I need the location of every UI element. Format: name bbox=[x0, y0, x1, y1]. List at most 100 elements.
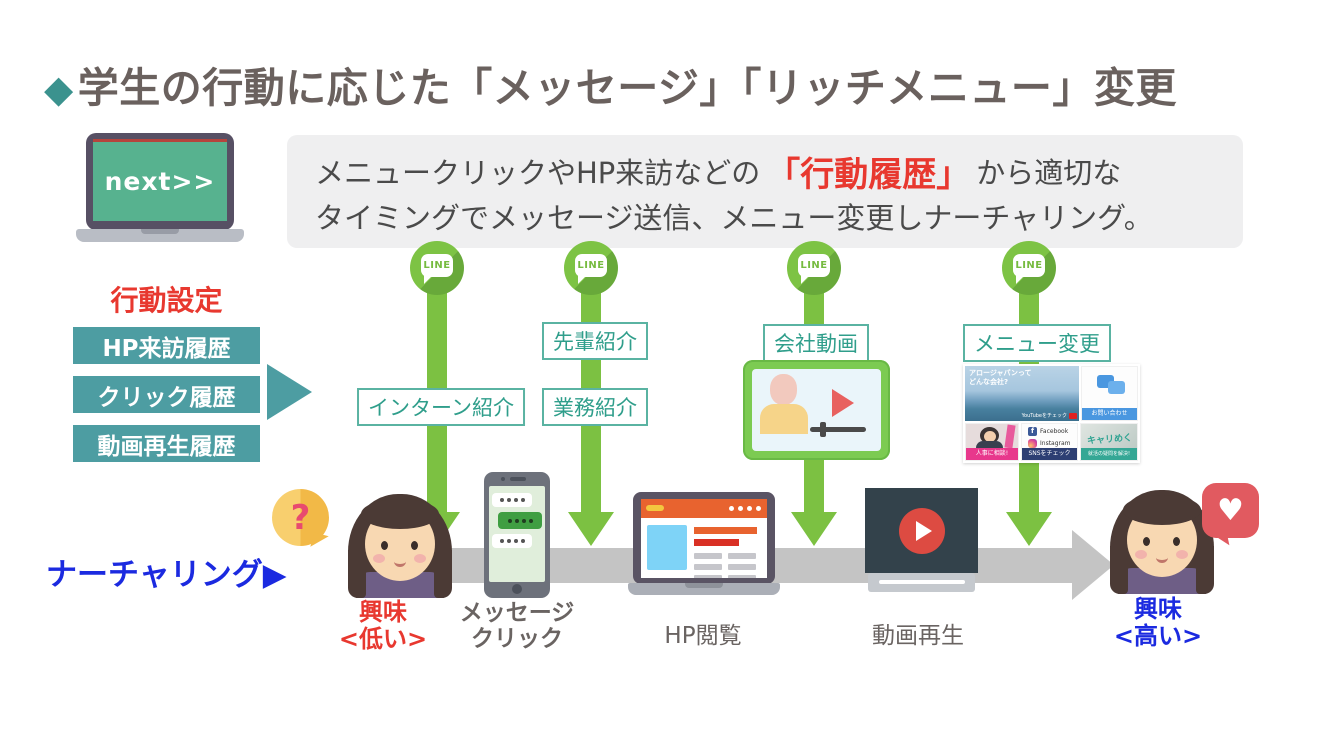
line-pin-2: LINE bbox=[564, 241, 618, 295]
avatar-blush bbox=[414, 554, 426, 563]
scrubber-knob bbox=[820, 422, 826, 437]
youtube-banner-text: YouTubeをチェック bbox=[1021, 413, 1067, 419]
rich-menu-youtube-banner: YouTubeをチェック bbox=[1022, 412, 1077, 419]
video-player-base bbox=[868, 573, 975, 592]
line-icon: LINE bbox=[575, 254, 607, 277]
info-line2: タイミングでメッセージ送信、メニュー変更しナーチャリング。 bbox=[315, 201, 1153, 235]
info-line1: メニュークリックやHP来訪などの 「行動履歴」 から適切な bbox=[315, 149, 1122, 195]
question-bubble-icon: ? bbox=[272, 489, 329, 546]
instagram-row: Instagram bbox=[1028, 439, 1077, 448]
action-label-menu-change: メニュー変更 bbox=[963, 324, 1111, 362]
phone-chat-screen bbox=[489, 486, 545, 582]
sns-bar: SNSをチェック bbox=[1022, 448, 1077, 460]
hp-laptop-notch bbox=[685, 583, 723, 588]
facebook-row: f Facebook bbox=[1028, 427, 1077, 436]
avatar-mouth bbox=[1156, 552, 1168, 563]
webpage-text-bar bbox=[694, 575, 722, 578]
message-click-line2: クリック bbox=[470, 626, 563, 652]
contact-bar: お問い合わせ bbox=[1082, 408, 1137, 420]
next-label: next>> bbox=[104, 167, 216, 196]
avatar-blush bbox=[373, 554, 385, 563]
person-head-icon bbox=[770, 374, 797, 405]
caption-interest-high: 興味 <高い> bbox=[1114, 596, 1202, 650]
arrow-head-3 bbox=[791, 512, 837, 546]
chat-message-bubble-green bbox=[498, 512, 542, 529]
career-logo: キャリめく bbox=[1086, 433, 1133, 447]
line-pin-3: LINE bbox=[787, 241, 841, 295]
instagram-icon bbox=[1028, 439, 1037, 448]
student-avatar-high-interest bbox=[1110, 490, 1214, 594]
avatar-eye bbox=[1173, 537, 1180, 546]
chat-message-bubble bbox=[492, 534, 532, 548]
behavior-item-video-play: 動画再生履歴 bbox=[73, 425, 260, 462]
behavior-heading: 行動設定 bbox=[110, 284, 223, 317]
avatar-eye bbox=[1143, 537, 1150, 546]
rich-menu-row-1: アロージャパンって どんな会社? YouTubeをチェック お問い合わせ bbox=[965, 366, 1138, 421]
avatar-bangs bbox=[361, 499, 439, 529]
line-pin-4: LINE bbox=[1002, 241, 1056, 295]
avatar-hair-lock bbox=[1110, 546, 1128, 594]
avatar-hair-lock bbox=[1196, 546, 1214, 594]
question-mark: ? bbox=[290, 497, 311, 538]
hr-person-face bbox=[984, 431, 996, 442]
webpage-text-bar bbox=[728, 564, 756, 570]
next-laptop-notch bbox=[141, 229, 179, 234]
interest-low-line2: <低い> bbox=[338, 625, 428, 653]
line-icon-tail bbox=[424, 275, 433, 284]
avatar-hair-lock bbox=[434, 550, 452, 598]
rich-menu-career-cell: キャリめく 就活の疑問を解決! bbox=[1080, 423, 1138, 461]
caption-video-play: 動画再生 bbox=[872, 623, 964, 649]
line-icon-tail bbox=[801, 275, 810, 284]
line-icon: LINE bbox=[421, 254, 453, 277]
info-line1-post: から適切な bbox=[976, 156, 1122, 190]
company-video-screen bbox=[752, 369, 881, 451]
play-icon bbox=[832, 389, 854, 417]
message-click-line1: メッセージ bbox=[459, 600, 575, 626]
webpage-logo-pill bbox=[646, 505, 664, 511]
webpage-orange-bar bbox=[694, 527, 757, 534]
career-bar: 就活の疑問を解決! bbox=[1081, 448, 1137, 460]
hr-bar: 人事に相談! bbox=[966, 448, 1018, 460]
rich-menu-row-2: 人事に相談! f Facebook Instagram SNSをチェック キャリ… bbox=[965, 423, 1138, 461]
action-label-intern: インターン紹介 bbox=[357, 388, 525, 426]
interest-high-line2: <高い> bbox=[1113, 622, 1203, 650]
caption-interest-low: 興味 <低い> bbox=[339, 599, 427, 653]
avatar-hair-lock bbox=[348, 550, 366, 598]
person-body-icon bbox=[760, 404, 808, 434]
behavior-item-click: クリック履歴 bbox=[73, 376, 260, 413]
hp-laptop-icon bbox=[633, 492, 775, 584]
page-title: ◆学生の行動に応じた「メッセージ」「リッチメニュー」変更 bbox=[44, 54, 1177, 114]
line-icon: LINE bbox=[798, 254, 830, 277]
scrubber-line bbox=[810, 427, 866, 432]
webpage-nav-dots bbox=[729, 506, 761, 511]
avatar-eye bbox=[381, 541, 388, 550]
caption-hp-view: HP閲覧 bbox=[664, 623, 742, 649]
rich-menu: アロージャパンって どんな会社? YouTubeをチェック お問い合わせ bbox=[963, 364, 1140, 463]
diamond-bullet-icon: ◆ bbox=[44, 67, 74, 111]
student-avatar-low-interest bbox=[348, 494, 452, 598]
instagram-label: Instagram bbox=[1040, 440, 1071, 447]
arrow-head-4 bbox=[1006, 512, 1052, 546]
phone-camera-dot bbox=[501, 477, 505, 481]
line-icon-tail bbox=[578, 275, 587, 284]
timeline-arrow-head bbox=[1072, 530, 1114, 600]
heart-bubble-tail bbox=[1211, 530, 1230, 549]
behavior-item-hp-visit: HP来訪履歴 bbox=[73, 327, 260, 364]
heart-icon: ♥ bbox=[1217, 492, 1244, 528]
heart-bubble-icon: ♥ bbox=[1202, 483, 1259, 538]
caption-message-click: メッセージ クリック bbox=[460, 600, 575, 652]
avatar-eye bbox=[411, 541, 418, 550]
video-player-baseline bbox=[878, 580, 965, 584]
phone-home-button bbox=[512, 584, 522, 594]
action-label-senpai: 先輩紹介 bbox=[542, 322, 648, 360]
avatar-blush bbox=[1135, 550, 1147, 559]
webpage-header bbox=[641, 499, 767, 518]
phone-speaker bbox=[510, 477, 526, 481]
video-player-icon bbox=[865, 488, 978, 573]
webpage-text-bar bbox=[694, 553, 722, 559]
rich-menu-main-line2: どんな会社? bbox=[969, 378, 1009, 386]
interest-low-line1: 興味 bbox=[359, 598, 407, 626]
rich-menu-contact-cell: お問い合わせ bbox=[1081, 366, 1138, 421]
next-laptop-icon: next>> bbox=[86, 133, 234, 230]
